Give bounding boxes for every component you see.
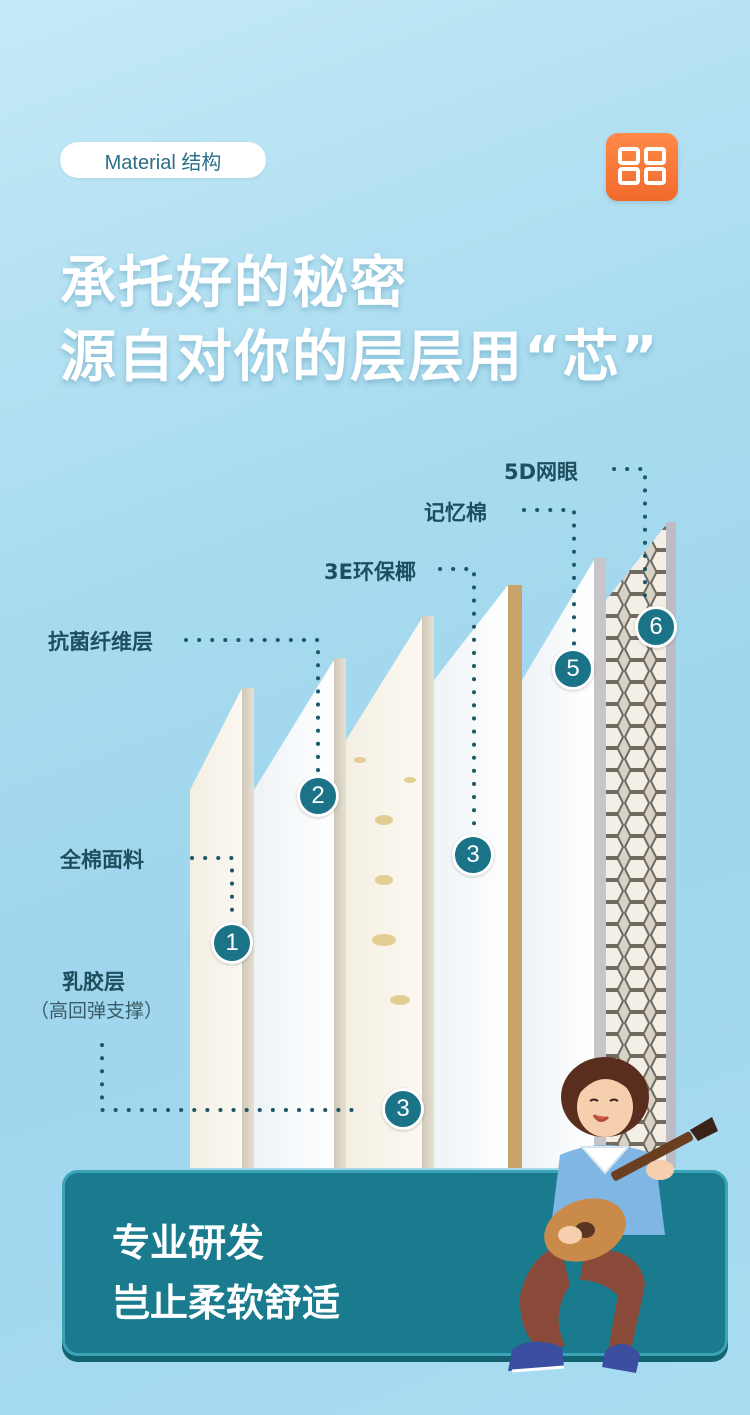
label-5d-mesh: 5D网眼 [504,460,579,484]
guitar-girl-illustration [508,1057,718,1373]
tagline-line-1: 专业研发 [112,1221,265,1265]
marker-6: 6 [635,606,677,648]
label-antibacterial-fiber: 抗菌纤维层 [48,630,153,654]
headline-line-1: 承托好的秘密 [60,251,408,316]
layer-coconut [508,585,522,1168]
tagline-line-2: 岂止柔软舒适 [112,1281,341,1325]
marker-1: 1 [211,922,253,964]
label-latex-layer: 乳胶层 [62,970,125,994]
marker-3b: 3 [382,1088,424,1130]
layer-latex [346,618,422,1168]
label-cotton-fabric: 全棉面料 [60,848,144,872]
layer-memory [522,560,594,1168]
material-badge: Material 结构 [60,142,266,178]
marker-2: 2 [297,775,339,817]
latex-holes [354,757,416,1005]
marker-5: 5 [552,648,594,690]
layer-cotton-edge [242,688,254,1168]
material-badge-label: Material 结构 [104,151,222,174]
label-3e-coconut: 3E环保椰 [324,560,416,584]
label-memory-foam: 记忆棉 [424,501,487,525]
brand-logo-icon [606,133,678,201]
headline-line-2: 源自对你的层层用“芯” [60,325,660,390]
label-latex-sub: （高回弹支撑） [30,1000,164,1022]
marker-3a: 3 [452,834,494,876]
layer-mesh [606,525,666,1168]
layer-coconut-foam [434,585,508,1168]
